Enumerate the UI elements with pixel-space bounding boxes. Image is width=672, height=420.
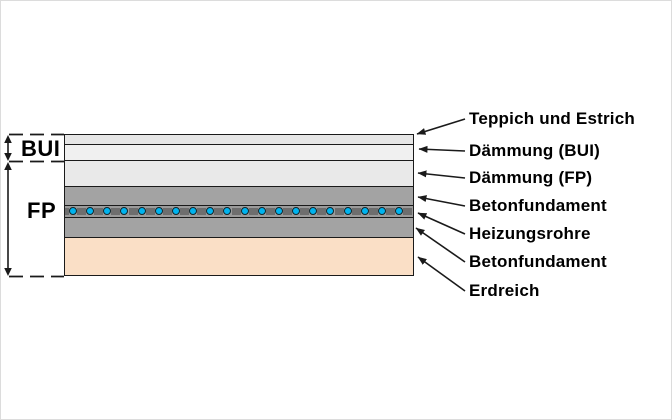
pipe-spacer-block: [265, 208, 275, 215]
fp-dimension-label: FP: [27, 198, 57, 223]
layer-stack: [64, 134, 414, 276]
pipe-spacer-block: [403, 208, 413, 215]
pipe-spacer-block: [351, 208, 361, 215]
pipe-spacer-block: [231, 208, 241, 215]
pipe-spacer-block: [111, 208, 121, 215]
fp-dimension-arrow: [4, 162, 12, 276]
arrow-heizungsrohre: [417, 212, 466, 235]
label-betonfundament-oben: Betonfundament: [469, 196, 607, 215]
heating-pipe: [171, 207, 180, 215]
layer-teppich-und-estrich: [65, 135, 413, 145]
heating-pipe: [206, 207, 215, 215]
label-erdreich: Erdreich: [469, 281, 540, 300]
pipe-spacer-block: [248, 208, 258, 215]
pipe-spacer-block: [162, 208, 172, 215]
layer-erdreich: [65, 238, 413, 275]
heating-pipe: [360, 207, 369, 215]
pipe-spacer-block: [94, 208, 104, 215]
heating-pipe: [103, 207, 112, 215]
pipe-spacer-block: [128, 208, 138, 215]
pipe-spacer-block: [386, 208, 396, 215]
heating-pipe: [377, 207, 386, 215]
arrow-betonfundament-oben: [417, 195, 466, 207]
heating-pipe: [137, 207, 146, 215]
label-daemmung-bui: Dämmung (BUI): [469, 141, 601, 160]
pipe-spacer-block: [77, 208, 87, 215]
arrow-erdreich: [417, 256, 466, 292]
heating-pipe: [154, 207, 163, 215]
arrow-teppich-und-estrich: [416, 118, 466, 135]
heating-pipe: [240, 207, 249, 215]
heating-pipe: [274, 207, 283, 215]
heating-pipe: [326, 207, 335, 215]
label-betonfundament-unten: Betonfundament: [469, 252, 607, 271]
layer-betonfundament-unten: [65, 218, 413, 238]
heating-pipe: [223, 207, 232, 215]
pipe-spacer-block: [283, 208, 293, 215]
heating-pipe: [257, 207, 266, 215]
bui-dimension-arrow: [4, 135, 12, 161]
heating-pipe: [189, 207, 198, 215]
pipe-spacer-block: [65, 208, 69, 215]
layer-daemmung-fp: [65, 161, 413, 187]
layer-betonfundament-oben: [65, 187, 413, 206]
heating-pipe: [309, 207, 318, 215]
pipe-spacer-block: [145, 208, 155, 215]
heating-pipe: [120, 207, 129, 215]
pipe-spacer-block: [197, 208, 207, 215]
heizungsrohre-band: [65, 206, 413, 218]
pipe-spacer-block: [300, 208, 310, 215]
heating-pipe: [343, 207, 352, 215]
heating-pipe: [292, 207, 301, 215]
pipe-spacer-block: [317, 208, 327, 215]
bui-dimension-label: BUI: [21, 136, 61, 161]
pipe-spacer-block: [180, 208, 190, 215]
label-daemmung-fp: Dämmung (FP): [469, 168, 593, 187]
arrow-daemmung-bui: [418, 145, 466, 153]
pipe-spacer-block: [368, 208, 378, 215]
pipe-spacer-block: [334, 208, 344, 215]
label-heizungsrohre: Heizungsrohre: [469, 224, 591, 243]
pipe-spacer-block: [214, 208, 224, 215]
heating-pipe: [69, 207, 77, 215]
label-teppich-und-estrich: Teppich und Estrich: [469, 109, 635, 128]
layer-daemmung-bui: [65, 145, 413, 161]
arrow-betonfundament-unten: [415, 227, 466, 263]
heating-pipe: [86, 207, 95, 215]
arrow-daemmung-fp: [417, 170, 466, 179]
heating-pipe: [395, 207, 404, 215]
